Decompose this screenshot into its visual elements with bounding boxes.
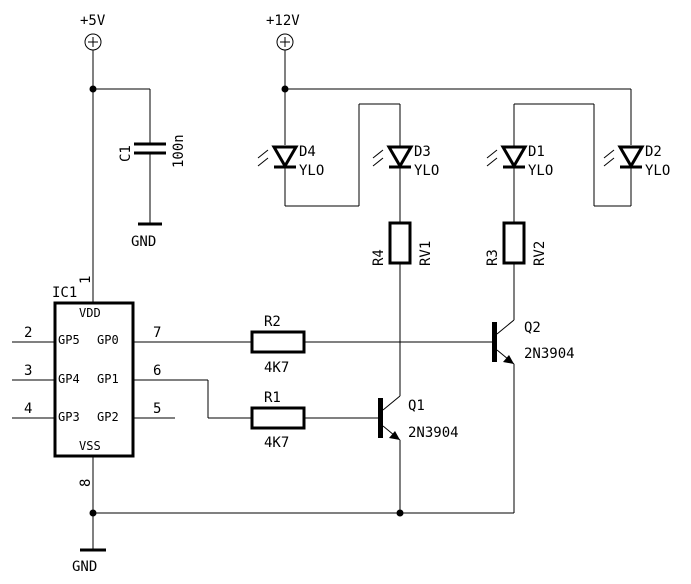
q1-value-label: 2N3904 [408,425,459,441]
q2-base-bar [492,322,497,362]
c1-gnd-label: GND [131,234,156,250]
q2-ref-label: Q2 [524,320,541,336]
transistor-q2: Q2 2N3904 [492,264,575,513]
r2-ref-label: R2 [264,314,281,330]
q1-emitter-arrow-icon [389,431,400,440]
d1-diode-icon [500,145,528,169]
d3-light-ray-icon [372,149,384,159]
ic1-vdd-label: VDD [79,306,101,320]
r1-ref-label: R1 [264,390,281,406]
ic1-vss-label: VSS [79,439,101,453]
ic1-chip: IC1 VDD VSS GP5 GP4 GP3 GP0 GP1 GP2 2 3 … [12,276,175,487]
transistor-q1: Q1 2N3904 [378,264,459,513]
resistor-r4 [388,221,412,265]
d2-light-ray-icon [603,149,615,159]
ic1-pin7-label: 7 [153,325,161,341]
ic1-pin2-label: 2 [24,325,32,341]
d4-value-label: YLO [299,163,324,179]
ic1-gp2-label: GP2 [97,410,119,424]
q2-emitter-arrow-icon [503,355,514,364]
c1-ref-label: C1 [118,145,134,162]
vcc5-label: +5V [80,13,106,29]
ic1-pin4-label: 4 [24,401,32,417]
r3-value-label: RV2 [532,241,548,266]
r4-ref-label: R4 [371,249,387,266]
d3-ref-label: D3 [414,144,431,160]
resistor-r1 [250,406,306,430]
d4-diode-icon [271,145,299,169]
vcc5-rail: +5V [80,13,150,303]
ground-bus: GND [72,456,514,575]
led-d1: D1 YLO [486,104,553,223]
d3-value-label: YLO [414,163,439,179]
led-d3: D3 YLO [372,104,439,223]
c1-value-label: 100n [171,134,187,168]
vcc12-label: +12V [266,13,300,29]
q1-ref-label: Q1 [408,398,425,414]
ic1-ref-label: IC1 [52,285,77,301]
ic1-gp4-label: GP4 [58,372,80,386]
gp0-net: R2 4K7 [133,314,492,376]
d4-light-ray-icon [257,149,269,159]
capacitor-c1: GND C1 100n [118,89,187,250]
gp1-net: R1 4K7 [133,379,378,451]
r2-value-label: 4K7 [264,360,289,376]
d4-ref-label: D4 [299,144,316,160]
vcc12-rail: +12V [266,13,632,145]
q2-value-label: 2N3904 [524,346,575,362]
d1-light-ray-icon [486,149,498,159]
q1-base-bar [378,398,383,438]
ic1-gp0-label: GP0 [97,333,119,347]
r1-value-label: 4K7 [264,435,289,451]
ic1-pin5-label: 5 [153,401,161,417]
resistor-r3 [502,221,526,265]
r3-ref-label: R3 [485,249,501,266]
d1-value-label: YLO [528,163,553,179]
ic1-gp3-label: GP3 [58,410,80,424]
d2-value-label: YLO [645,163,670,179]
ic1-pin8-label: 8 [78,479,94,487]
d2-ref-label: D2 [645,144,662,160]
ic1-pin6-label: 6 [153,363,161,379]
ic1-gp5-label: GP5 [58,333,80,347]
ic1-gp1-label: GP1 [97,372,119,386]
d2-diode-icon [617,145,645,169]
resistor-r4-group: R4 RV1 [371,221,434,266]
resistor-r2 [250,330,306,354]
led-d2: D2 YLO [514,103,670,207]
ic1-pin1-label: 1 [78,276,94,284]
r4-value-label: RV1 [418,241,434,266]
d3-diode-icon [386,145,414,169]
ic1-pin3-label: 3 [24,363,32,379]
d1-ref-label: D1 [528,144,545,160]
main-gnd-label: GND [72,559,97,575]
resistor-r3-group: R3 RV2 [485,221,548,266]
led-d4: D4 YLO [257,103,400,207]
